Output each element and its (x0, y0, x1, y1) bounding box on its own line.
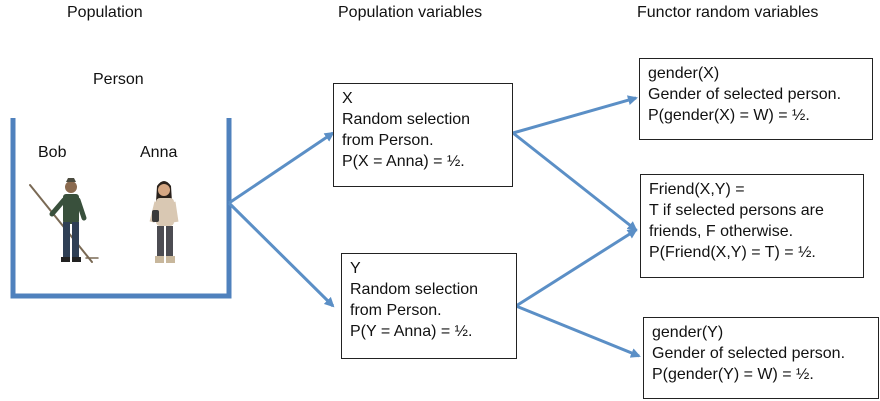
functor-gender-x-description: Gender of selected person. (648, 86, 842, 103)
functor-gender-x-box: gender(X) Gender of selected person. P(g… (639, 58, 873, 140)
variable-y-line: Random selection (350, 281, 479, 298)
functor-gender-y-description: Gender of selected person. (652, 345, 846, 362)
functor-gender-x-name: gender(X) (648, 65, 720, 82)
arrow-y-to-friend (515, 228, 638, 308)
member-anna-label: Anna (140, 144, 178, 161)
member-bob-label: Bob (38, 144, 67, 161)
functor-gender-y-name: gender(Y) (652, 324, 724, 341)
arrow-x-to-gender-x (512, 95, 638, 135)
variable-y-name: Y (350, 260, 361, 277)
anna-figure (149, 181, 179, 263)
functor-gender-x-probability: P(gender(X) = W) = ½. (648, 107, 810, 124)
header-population-variables: Population variables (338, 4, 483, 21)
variable-x-line: Random selection (342, 111, 471, 128)
functor-friend-name: Friend(X,Y) = (649, 181, 745, 198)
functor-friend-probability: P(Friend(X,Y) = T) = ½. (649, 244, 816, 261)
population-container (10, 118, 232, 299)
bob-figure (29, 178, 99, 263)
header-population: Population (67, 4, 143, 21)
arrow-population-to-x (228, 131, 335, 205)
functor-gender-y-box: gender(Y) Gender of selected person. P(g… (643, 317, 879, 399)
variable-x-box: X Random selection from Person. P(X = An… (333, 83, 513, 187)
functor-friend-description: friends, F otherwise. (649, 223, 794, 240)
functor-friend-box: Friend(X,Y) = T if selected persons are … (640, 174, 864, 278)
variable-y-probability: P(Y = Anna) = ½. (350, 323, 473, 340)
arrow-population-to-y (227, 201, 335, 308)
arrow-x-to-friend (512, 131, 638, 232)
variable-y-line: from Person. (350, 302, 442, 319)
arrow-y-to-gender-y (515, 304, 641, 358)
variable-x-name: X (342, 90, 353, 107)
variable-y-box: Y Random selection from Person. P(Y = An… (341, 253, 517, 359)
functor-friend-description: T if selected persons are (649, 202, 824, 219)
population-label: Person (93, 71, 144, 88)
variable-x-probability: P(X = Anna) = ½. (342, 153, 465, 170)
variable-x-line: from Person. (342, 132, 434, 149)
header-functor-random-variables: Functor random variables (637, 4, 819, 21)
functor-gender-y-probability: P(gender(Y) = W) = ½. (652, 366, 814, 383)
